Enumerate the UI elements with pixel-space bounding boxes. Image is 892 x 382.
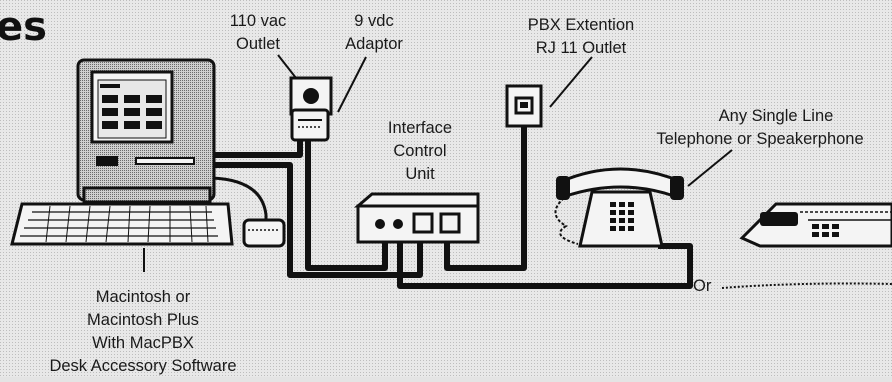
- adaptor-label-line2: Adaptor: [345, 35, 403, 53]
- outlet-110-label-line1: 110 vac: [230, 12, 287, 30]
- wall-outlet-110-icon: [289, 76, 333, 116]
- interface-label: Interface Control Unit: [388, 119, 452, 183]
- pbx-label-line2: RJ 11 Outlet: [536, 39, 627, 57]
- adaptor-label-line1: 9 vdc: [354, 12, 393, 30]
- keyboard-icon: [10, 202, 234, 246]
- outlet-110-label-line2: Outlet: [236, 35, 280, 53]
- macintosh-label-line3: With MacPBX: [92, 334, 194, 352]
- interface-label-line2: Control: [393, 142, 446, 160]
- power-adaptor-icon: [290, 108, 330, 142]
- macintosh-label-line4: Desk Accessory Software: [49, 357, 236, 375]
- speakerphone-icon: [739, 202, 892, 248]
- macintosh-label-line1: Macintosh or: [96, 288, 191, 306]
- rj11-outlet-icon: [505, 84, 543, 128]
- macintosh-label-line2: Macintosh Plus: [87, 311, 199, 329]
- or-label: Or: [693, 277, 712, 295]
- interface-label-line3: Unit: [405, 165, 435, 183]
- telephone-label-line1: Any Single Line: [719, 107, 834, 125]
- telephone-label-line2: Telephone or Speakerphone: [656, 130, 863, 148]
- mouse-icon: [242, 218, 286, 248]
- pbx-label: PBX Extention RJ 11 Outlet: [528, 16, 634, 57]
- pbx-label-line1: PBX Extention: [528, 16, 634, 34]
- interface-control-unit-icon: [353, 192, 480, 244]
- leader-lines: [143, 54, 733, 272]
- adaptor-label: 9 vdc Adaptor: [345, 12, 403, 53]
- or-dotted-line: [721, 282, 892, 289]
- telephone-label: Any Single Line Telephone or Speakerphon…: [656, 107, 863, 148]
- title-fragment: es: [0, 4, 47, 50]
- macintosh-label: Macintosh or Macintosh Plus With MacPBX …: [49, 288, 236, 375]
- outlet-110-label: 110 vac Outlet: [230, 12, 287, 53]
- macintosh-computer-icon: [76, 58, 216, 204]
- telephone-icon: [554, 167, 685, 248]
- interface-label-line1: Interface: [388, 119, 452, 137]
